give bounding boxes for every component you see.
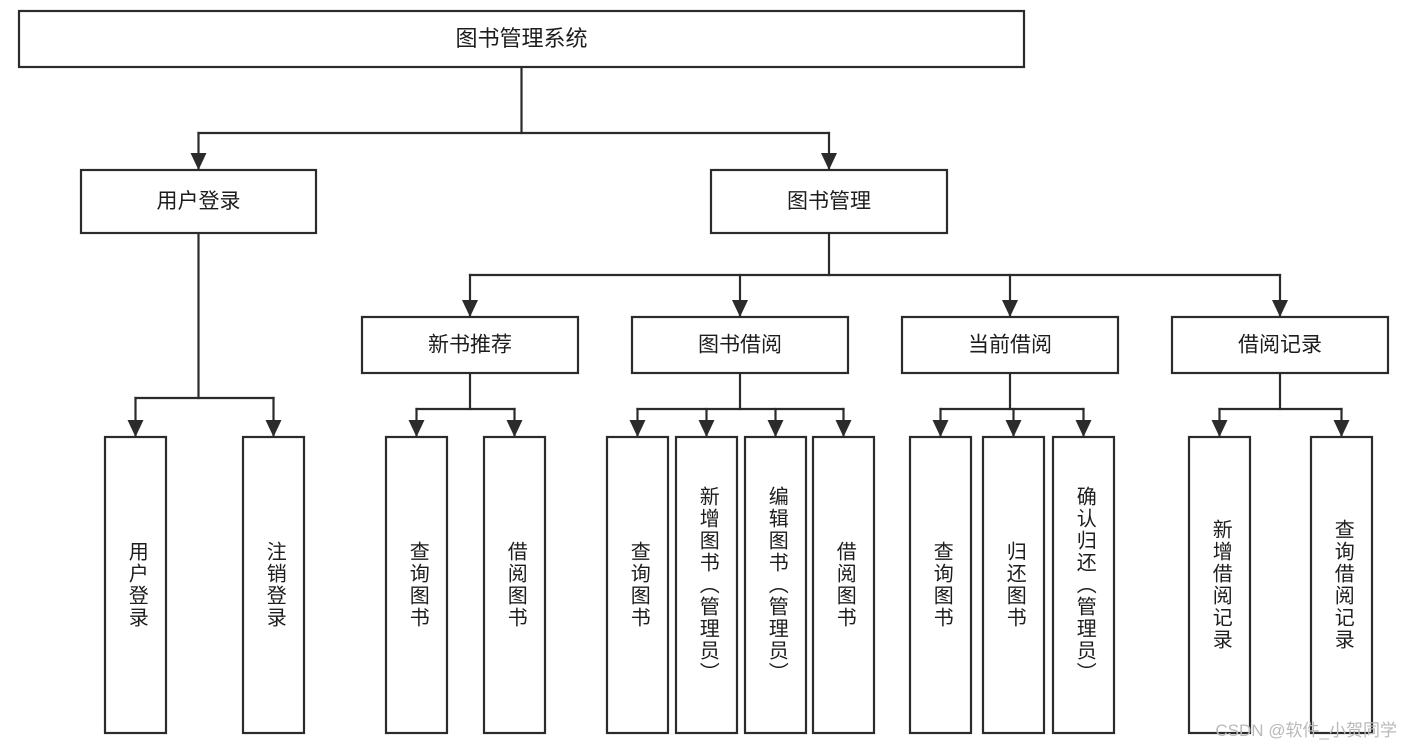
node-level3-1-label: 图书借阅 <box>698 334 782 357</box>
node-leaf-0[interactable] <box>103 435 168 735</box>
node-level2-0-label: 用户登录 <box>157 190 241 213</box>
node-level2-0-rect <box>79 168 318 235</box>
arrow-head-icon <box>821 153 837 170</box>
node-leaf-1-rect <box>241 435 306 735</box>
node-leaf-5-rect <box>674 435 739 735</box>
node-leaf-9-rect <box>981 435 1046 735</box>
node-level3-3-label: 借阅记录 <box>1238 334 1322 357</box>
node-level3-1[interactable]: 图书借阅 <box>630 315 850 375</box>
arrow-head-icon <box>1333 420 1350 437</box>
node-level2-1[interactable]: 图书管理 <box>709 168 949 235</box>
node-leaf-6-rect <box>743 435 808 735</box>
arrow-head-icon <box>1005 420 1022 437</box>
node-level2-1-label: 图书管理 <box>787 190 871 213</box>
node-level2-0[interactable]: 用户登录 <box>79 168 318 235</box>
arrow-head-icon <box>932 420 949 437</box>
watermark-text: CSDN @软件_小贺同学 <box>1215 721 1397 740</box>
node-leaf-4-rect <box>605 435 670 735</box>
node-leaf-12-rect <box>1309 435 1374 735</box>
arrow-head-icon <box>1002 300 1018 317</box>
arrow-head-icon <box>835 420 852 437</box>
node-level3-2[interactable]: 当前借阅 <box>900 315 1120 375</box>
node-leaf-1[interactable] <box>241 435 306 735</box>
node-level3-3[interactable]: 借阅记录 <box>1170 315 1390 375</box>
node-leaf-10[interactable] <box>1051 435 1116 735</box>
node-leaf-11-rect <box>1187 435 1252 735</box>
arrow-head-icon <box>698 420 715 437</box>
node-leaf-7[interactable] <box>811 435 876 735</box>
node-leaf-2-rect <box>384 435 449 735</box>
node-leaf-11[interactable] <box>1187 435 1252 735</box>
node-leaf-6[interactable] <box>743 435 808 735</box>
arrow-head-icon <box>506 420 523 437</box>
node-root-rect <box>17 9 1026 69</box>
arrow-head-icon <box>767 420 784 437</box>
node-leaf-3[interactable] <box>482 435 547 735</box>
arrow-head-icon <box>265 420 282 437</box>
node-level3-0-rect <box>360 315 580 375</box>
node-leaf-0-rect <box>103 435 168 735</box>
node-leaf-7-rect <box>811 435 876 735</box>
arrow-head-icon <box>1075 420 1092 437</box>
node-level3-0-label: 新书推荐 <box>428 334 512 357</box>
node-leaf-9[interactable] <box>981 435 1046 735</box>
node-leaf-8-rect <box>908 435 973 735</box>
node-level2-1-rect <box>709 168 949 235</box>
node-level3-3-rect <box>1170 315 1390 375</box>
node-level3-0[interactable]: 新书推荐 <box>360 315 580 375</box>
node-root-label: 图书管理系统 <box>455 26 587 51</box>
node-leaf-10-rect <box>1051 435 1116 735</box>
node-leaf-5[interactable] <box>674 435 739 735</box>
arrow-head-icon <box>1211 420 1228 437</box>
node-root[interactable]: 图书管理系统 <box>17 9 1026 69</box>
arrow-head-icon <box>127 420 144 437</box>
node-level3-2-rect <box>900 315 1120 375</box>
arrow-head-icon <box>629 420 646 437</box>
arrow-head-icon <box>408 420 425 437</box>
node-leaf-8[interactable] <box>908 435 973 735</box>
node-level3-2-label: 当前借阅 <box>968 334 1052 357</box>
node-leaf-3-rect <box>482 435 547 735</box>
arrow-head-icon <box>1272 300 1288 317</box>
arrow-head-icon <box>190 153 207 170</box>
connector-layer <box>127 65 1350 439</box>
node-leaf-4[interactable] <box>605 435 670 735</box>
node-leaf-2[interactable] <box>384 435 449 735</box>
arrow-head-icon <box>462 300 478 317</box>
node-level3-1-rect <box>630 315 850 375</box>
node-leaf-12[interactable] <box>1309 435 1374 735</box>
arrow-head-icon <box>732 300 748 317</box>
